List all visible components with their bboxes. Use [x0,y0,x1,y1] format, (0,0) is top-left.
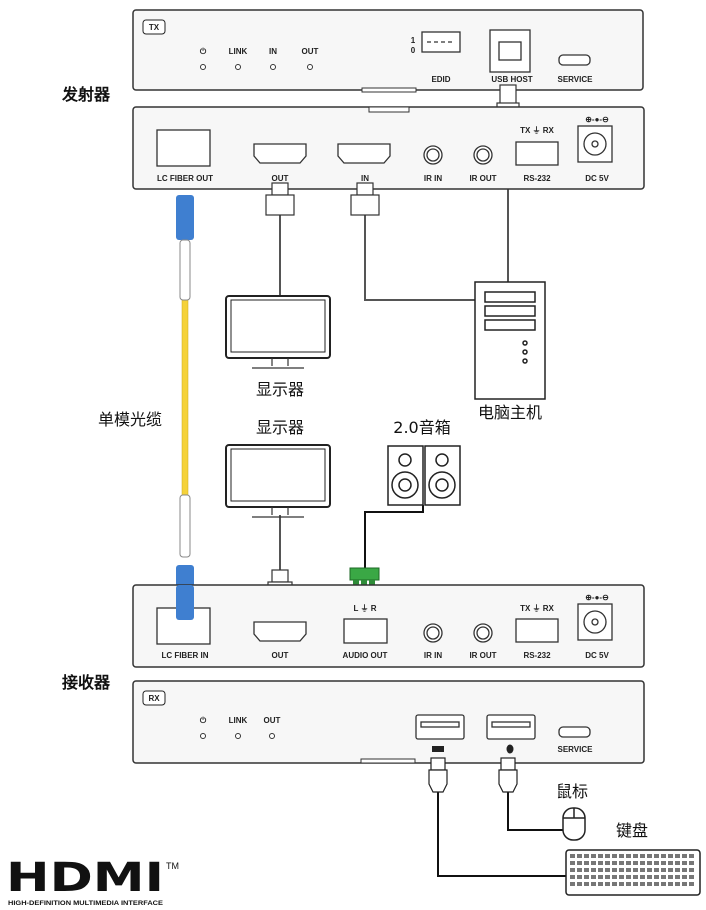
svg-text:1: 1 [411,36,416,45]
monitor-rx-icon [225,444,331,518]
fiber-cable-label: 单模光缆 [98,410,162,429]
usb-b-port [489,29,531,73]
audio-cable [364,505,424,570]
hdmi-plugs-tx [265,182,380,216]
rx-hdmi-out-port [253,621,307,642]
svg-text:IR IN: IR IN [424,174,442,183]
svg-text:DC 5V: DC 5V [585,651,609,660]
svg-text:OUT: OUT [302,47,319,56]
power-icon: ⏻ [200,716,207,725]
hdmi-in-cable [364,215,475,301]
mouse-icon [562,807,586,841]
usb-plugs-rx [428,757,518,793]
svg-text:2.0音箱: 2.0音箱 [393,418,450,437]
svg-text:⊕-●-⊖: ⊕-●-⊖ [585,115,609,124]
svg-text:AUDIO OUT: AUDIO OUT [343,651,388,660]
svg-text:显示器: 显示器 [256,380,304,399]
svg-text:IN: IN [269,47,277,56]
hdmi-out-port [253,143,307,164]
cables [181,120,566,877]
svg-text:RS-232: RS-232 [523,651,551,660]
keyboard-small-icon [432,746,444,752]
svg-text:键盘: 键盘 [616,821,648,840]
rx-front-panel: RX ⏻ LINK OUT SERVICE [132,680,645,764]
rx-rear-panel: LC FIBER IN OUT L ⏚ R AUDIO OUT IR IN IR… [132,584,645,668]
mouse-cable [507,790,563,831]
svg-text:SERVICE: SERVICE [558,745,594,754]
svg-text:OUT: OUT [272,174,289,183]
svg-text:RX: RX [148,694,160,703]
led-out [307,64,313,70]
led-power [200,64,206,70]
svg-text:显示器: 显示器 [256,418,304,437]
svg-text:TX ⏚ RX: TX ⏚ RX [520,126,554,135]
svg-text:鼠标: 鼠标 [556,782,588,801]
rx-badge [142,690,166,706]
svg-text:IR OUT: IR OUT [469,651,496,660]
mouse-small-icon [506,744,514,754]
svg-text:RS-232: RS-232 [523,174,551,183]
svg-text:电脑主机: 电脑主机 [478,403,542,422]
audio-out-terminal [343,618,388,644]
svg-text:IR IN: IR IN [424,651,442,660]
svg-text:IN: IN [361,174,369,183]
hdmi-in-port [337,143,391,164]
svg-text:LINK: LINK [229,47,248,56]
svg-text:EDID: EDID [431,75,450,84]
keyboard-icon [565,849,701,896]
svg-text:SERVICE: SERVICE [558,75,594,84]
svg-text:DC 5V: DC 5V [585,174,609,183]
speakers-icon [387,445,461,506]
svg-text:0: 0 [411,46,416,55]
pc-tower-icon [474,281,546,400]
tx-badge [142,19,166,35]
power-icon: ⏻ [200,47,207,56]
hdmi-logo: HDMI TM HIGH-DEFINITION MULTIMEDIA INTER… [6,855,179,907]
keyboard-cable [437,790,566,877]
monitor-tx-icon [225,295,331,369]
svg-text:TX: TX [149,23,160,32]
svg-text:IR OUT: IR OUT [469,174,496,183]
svg-text:HIGH-DEFINITION MULTIMEDIA INT: HIGH-DEFINITION MULTIMEDIA INTERFACE [8,900,164,907]
svg-text:⊕-●-⊖: ⊕-●-⊖ [585,593,609,602]
svg-text:L ⏚ R: L ⏚ R [354,604,377,613]
service-port [558,54,591,66]
tx-rear-panel: LC FIBER OUT OUT IN IR IN IR OUT TX ⏚ RX… [132,106,645,190]
tx-label: 发射器 [61,85,111,104]
svg-text:HDMI: HDMI [6,855,164,901]
svg-text:LINK: LINK [229,716,248,725]
led-link [235,64,241,70]
svg-text:OUT: OUT [272,651,289,660]
rx-service-port [558,726,591,738]
svg-text:LC FIBER OUT: LC FIBER OUT [157,174,213,183]
tx-front-panel: TX ⏻ LINK IN OUT 1 0 EDID USB HOST SERVI… [132,9,644,93]
lc-connector-tx [176,195,194,301]
svg-text:LC FIBER IN: LC FIBER IN [161,651,208,660]
svg-text:USB HOST: USB HOST [491,75,532,84]
rx-rs232-terminal [515,618,559,643]
svg-text:TX ⏚ RX: TX ⏚ RX [520,604,554,613]
svg-text:TM: TM [166,861,179,871]
lc-fiber-out-port [156,129,211,167]
led-in [270,64,276,70]
rs232-terminal [515,141,559,166]
rx-label: 接收器 [62,673,111,692]
svg-text:OUT: OUT [264,716,281,725]
